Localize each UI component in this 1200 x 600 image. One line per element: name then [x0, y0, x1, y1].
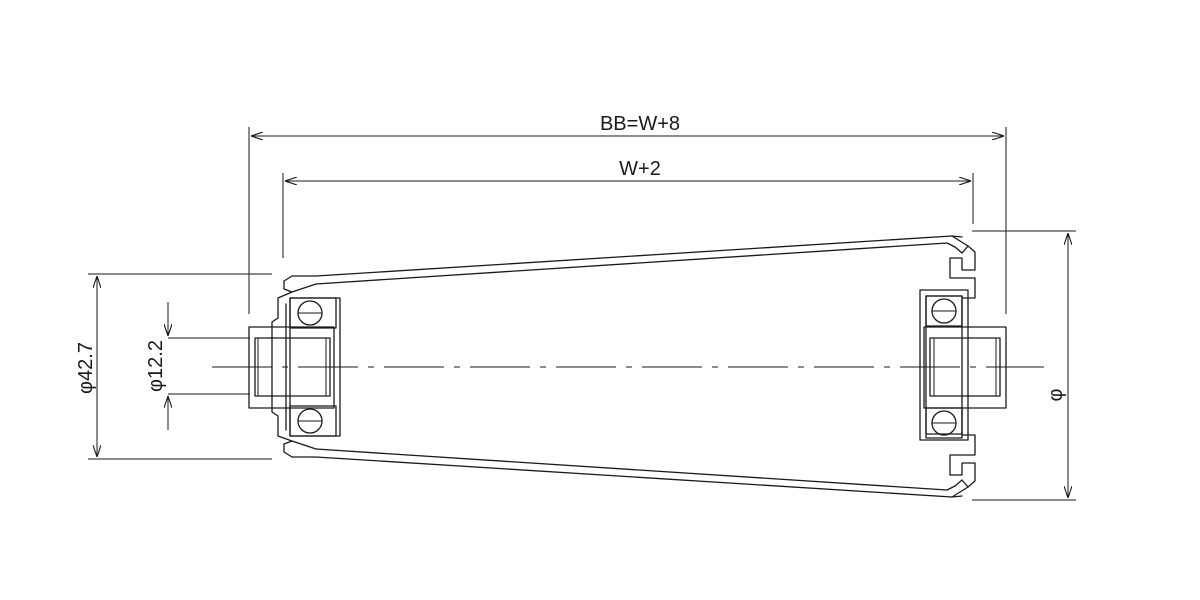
label-overall-length: BB=W+8	[600, 113, 680, 135]
right-housing-outer	[919, 289, 969, 441]
dimension-small-diameter: φ	[972, 230, 1076, 501]
right-housing-inner	[925, 295, 963, 435]
right-shaft-outer	[923, 326, 1007, 409]
tube-left-bottom-roll	[283, 440, 317, 458]
tube-bottom-inner	[315, 448, 956, 491]
tube-top-right-curl	[951, 235, 969, 254]
left-bearing-bottom-race	[289, 405, 337, 437]
right-endcap-top	[949, 245, 976, 299]
label-bore-diameter: φ12.2	[145, 340, 167, 392]
left-shaft-bore	[254, 337, 331, 397]
tube-top-outer	[291, 235, 963, 277]
tapered-tube	[283, 235, 969, 498]
dimension-bore-diameter: φ12.2	[145, 302, 250, 430]
right-shaft-bore	[929, 337, 1001, 397]
right-bearing-assembly	[919, 245, 1007, 488]
label-large-diameter: φ42.7	[75, 342, 97, 394]
label-tube-length: W+2	[619, 158, 661, 180]
tube-bottom-outer	[291, 456, 963, 498]
left-housing-outer	[271, 291, 293, 442]
dimension-overall-length: BB=W+8	[248, 113, 1007, 314]
right-endcap-bottom	[949, 434, 976, 488]
label-small-diameter: φ	[1045, 388, 1067, 401]
left-bearing-top-race	[289, 297, 337, 329]
dimension-large-diameter: φ42.7	[75, 273, 272, 460]
tube-top-inner	[315, 242, 956, 285]
tube-bottom-right-curl	[951, 479, 969, 498]
dimension-tube-length: W+2	[282, 158, 974, 258]
left-bearing-assembly	[248, 291, 341, 442]
left-shaft-outer	[248, 326, 335, 409]
tube-left-top-roll	[283, 275, 317, 293]
right-bearing-top-race	[925, 295, 963, 327]
